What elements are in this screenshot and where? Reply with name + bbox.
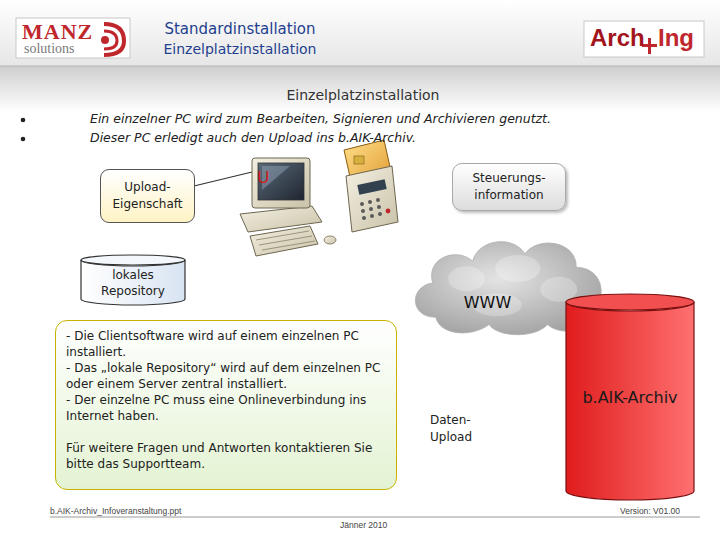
node-text: - Die Clientsoftware wird auf einem einz…	[66, 328, 386, 360]
footer-version: Version: V01.00	[620, 506, 680, 516]
header-subtitle: Einzelplatzinstallation	[140, 41, 340, 57]
node-text: b.AIK-Archiv	[582, 388, 677, 407]
node-text: Upload-Eigenschaft	[105, 179, 190, 213]
logo-frame	[584, 21, 704, 57]
cloud-puff	[540, 277, 577, 302]
archive-cylinder: b.AIK-Archiv	[565, 293, 695, 501]
node-text: Steuerungs-information	[465, 170, 553, 204]
header-background	[0, 0, 720, 66]
leader-line	[194, 172, 252, 186]
card-reader-illustration	[344, 140, 398, 232]
node-text: WWW	[464, 293, 511, 312]
info-note: - Die Clientsoftware wird auf einem einz…	[55, 320, 397, 490]
cylinder-top	[566, 294, 694, 310]
bullet-dot	[21, 137, 26, 142]
node-text: - Der einzelne PC muss eine Onlineverbin…	[66, 392, 386, 424]
pc-illustration	[240, 158, 336, 256]
property-box: Upload-Eigenschaft	[100, 169, 195, 223]
cylinder-top	[81, 255, 185, 265]
repository-cylinder: lokales Repository	[80, 254, 186, 306]
manz-logo-icon	[101, 24, 124, 55]
node-text: Für weitere Fragen und Antworten kontakt…	[66, 440, 386, 472]
header-title: Standardinstallation	[140, 20, 340, 38]
logo-word: Arch	[590, 24, 645, 52]
flow-label: Daten-Upload	[430, 412, 492, 446]
callout-letter: U	[257, 168, 269, 188]
footer-rule	[50, 517, 700, 518]
footer-filename: b.AIK-Archiv_Infoveranstaltung.ppt	[50, 506, 181, 516]
logo-frame	[16, 18, 130, 58]
band-title: Einzelplatzinstallation	[220, 87, 506, 103]
info-box: Steuerungs-information	[452, 163, 566, 211]
logo-word: Ing	[658, 24, 694, 52]
bullet-text: Dieser PC erledigt auch den Upload ins b…	[90, 130, 416, 145]
node-text: - Das „lokale Repository“ wird auf dem e…	[66, 360, 386, 392]
logo-word: solutions	[24, 41, 75, 57]
node-text: lokales Repository	[86, 267, 180, 299]
footer-date: Jänner 2010	[340, 520, 387, 530]
cloud-puff	[448, 266, 485, 291]
cylinder-body	[566, 302, 694, 500]
title-band	[0, 66, 720, 112]
bullet-dot	[21, 118, 26, 123]
header-rule	[0, 66, 720, 67]
bullet-text: Ein einzelner PC wird zum Bearbeiten, Si…	[90, 111, 551, 126]
cloud-puff	[495, 255, 540, 282]
cylinder-body	[81, 260, 185, 305]
